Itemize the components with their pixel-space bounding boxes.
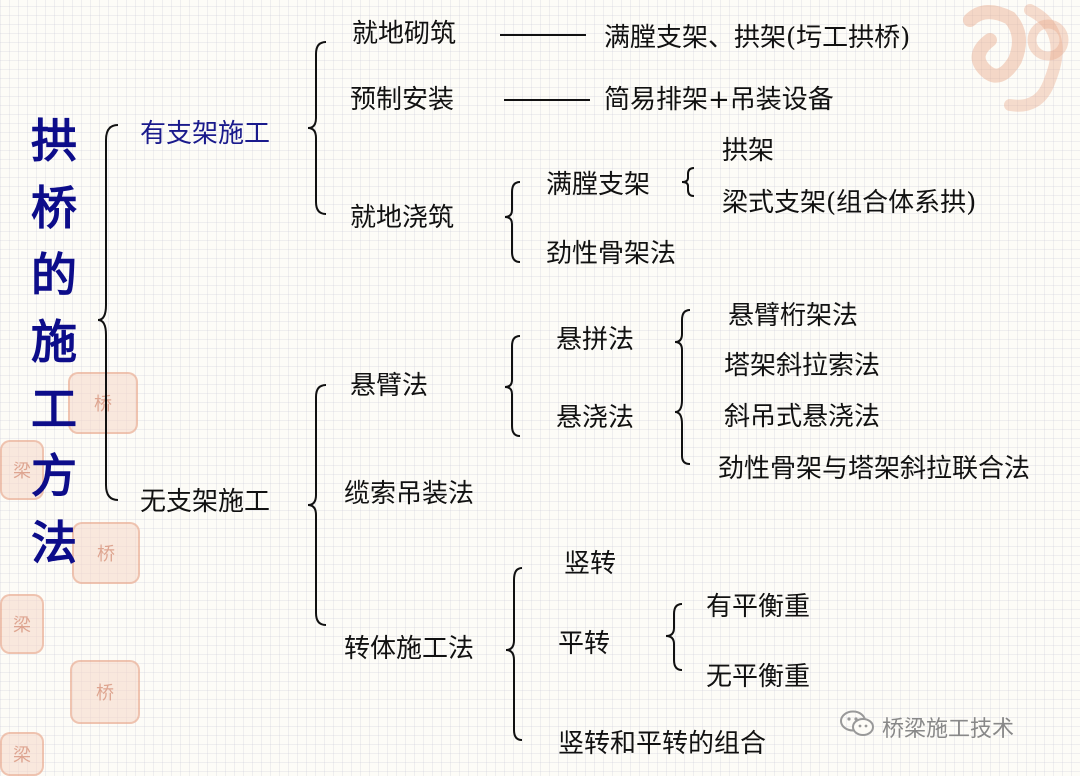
- without-support-brace: [307, 384, 327, 626]
- title-char: 桥: [31, 181, 77, 235]
- title-char: 拱: [31, 114, 77, 168]
- branch-without-support: 无支架施工: [140, 487, 271, 517]
- node-swivel: 转体施工法: [344, 634, 475, 664]
- seal-stamp-icon: [930, 0, 1080, 144]
- branch-with-support: 有支架施工: [140, 119, 271, 149]
- with-support-brace: [307, 41, 327, 215]
- title-char: 的: [31, 248, 77, 302]
- node-vertical-horizontal-combo: 竖转和平转的组合: [558, 729, 767, 759]
- node-precast-detail: 简易排架+吊装设备: [604, 85, 834, 115]
- node-truss: 悬臂桁架法: [728, 301, 859, 331]
- title-char: 施: [31, 315, 77, 369]
- node-combined: 劲性骨架与塔架斜拉联合法: [718, 454, 1031, 484]
- cantilever-brace: [504, 335, 521, 437]
- title-char: 法: [31, 516, 77, 570]
- node-cantilever: 悬臂法: [350, 371, 429, 401]
- node-horizontal-rotation: 平转: [558, 629, 611, 659]
- page-title: 拱 桥 的 施 工 方 法: [22, 108, 86, 577]
- node-without-counterweight: 无平衡重: [706, 662, 811, 692]
- full-scaffold-brace: [681, 167, 695, 197]
- node-cantilever-casting: 悬浇法: [556, 403, 635, 433]
- seal-stamp-icon: 梁: [0, 440, 44, 500]
- node-arch-frame: 拱架: [722, 136, 775, 166]
- node-stiff-skeleton: 劲性骨架法: [546, 239, 677, 269]
- node-cast-in-place: 就地浇筑: [350, 203, 455, 233]
- title-char: 工: [31, 382, 77, 436]
- cantilever-methods-brace: [674, 309, 691, 465]
- seal-stamp-icon: 梁: [0, 594, 44, 654]
- node-cantilever-assembly: 悬拼法: [556, 325, 635, 355]
- seal-stamp-icon: 桥: [68, 372, 138, 434]
- wechat-icon: [840, 710, 874, 744]
- seal-stamp-icon: 桥: [70, 660, 140, 724]
- node-precast: 预制安装: [350, 85, 455, 115]
- watermark: 桥梁施工技术: [840, 710, 1014, 744]
- node-masonry-detail: 满膛支架、拱架(圬工拱桥): [604, 23, 911, 53]
- cast-in-place-brace: [504, 181, 521, 263]
- node-with-counterweight: 有平衡重: [706, 592, 811, 622]
- root-brace: [97, 124, 119, 501]
- node-beam-support: 梁式支架(组合体系拱): [722, 188, 977, 218]
- node-full-scaffold: 满膛支架: [546, 170, 651, 200]
- node-tower-cable: 塔架斜拉索法: [724, 351, 881, 381]
- node-masonry: 就地砌筑: [352, 19, 457, 49]
- horizontal-rotation-brace: [665, 603, 683, 671]
- node-vertical-rotation: 竖转: [564, 549, 617, 579]
- node-inclined-hanger: 斜吊式悬浇法: [724, 402, 881, 432]
- title-char: 方: [31, 449, 77, 503]
- node-cable-hoisting: 缆索吊装法: [344, 479, 475, 509]
- swivel-brace: [505, 567, 523, 741]
- seal-stamp-icon: 桥: [72, 522, 140, 584]
- watermark-text: 桥梁施工技术: [882, 717, 1015, 742]
